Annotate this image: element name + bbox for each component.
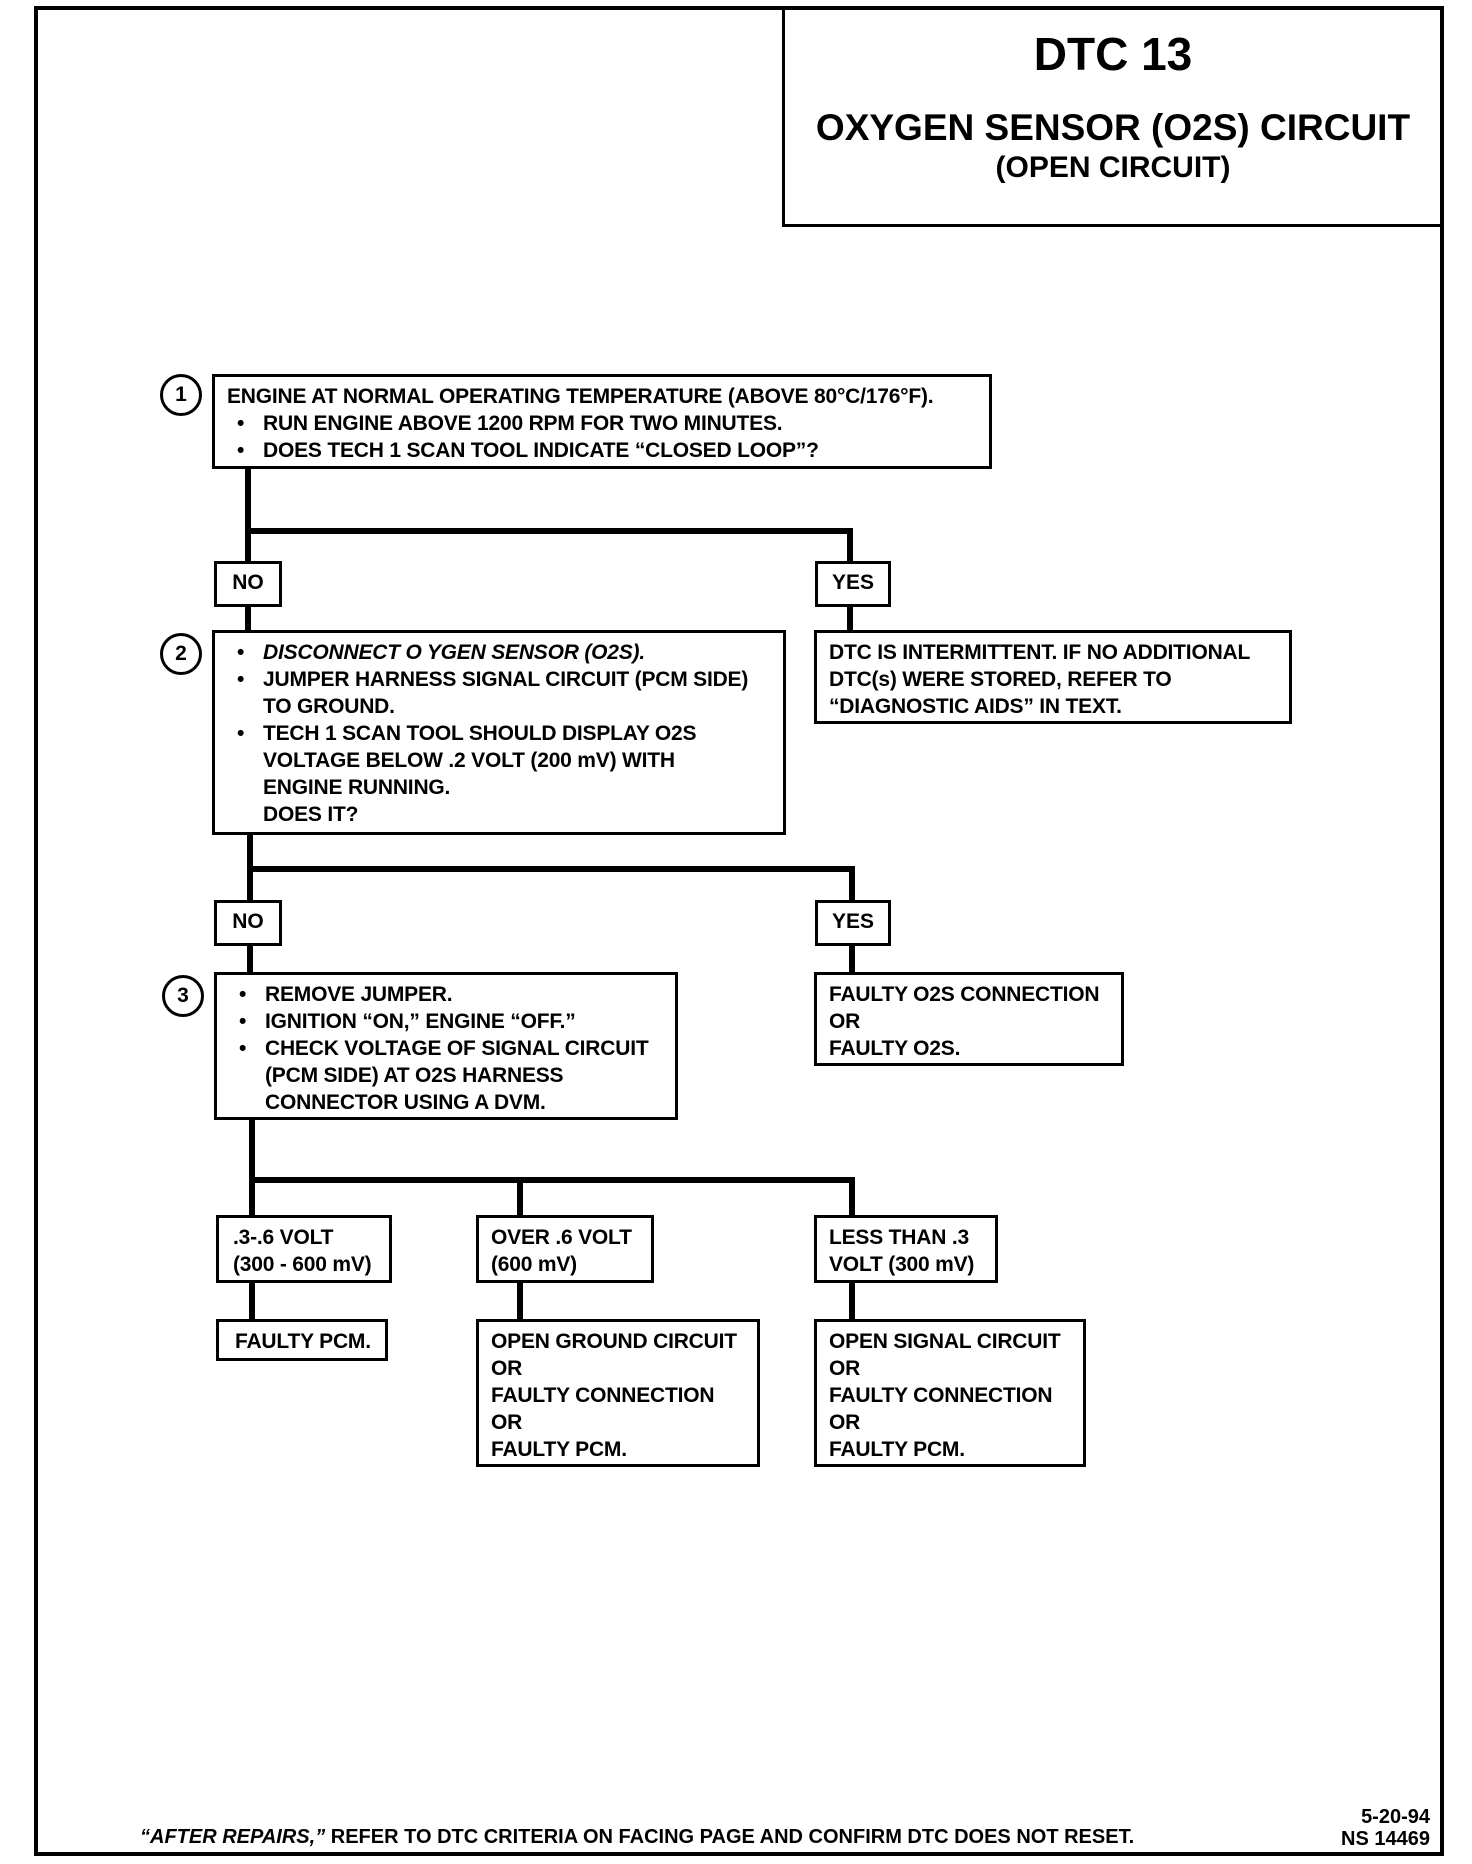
- result-line: OR: [491, 1411, 523, 1434]
- step-3-bullet: REMOVE JUMPER.: [265, 983, 453, 1006]
- result-open-signal: OPEN SIGNAL CIRCUIT OR FAULTY CONNECTION…: [814, 1319, 1086, 1467]
- range-line: .3-.6 VOLT: [233, 1226, 334, 1249]
- step-2-bullet-cont: TO GROUND.: [263, 695, 395, 718]
- result-open-ground: OPEN GROUND CIRCUIT OR FAULTY CONNECTION…: [476, 1319, 760, 1467]
- yes-label-1: YES: [815, 561, 891, 607]
- result-line: FAULTY O2S.: [829, 1037, 961, 1060]
- result-faulty-pcm: FAULTY PCM.: [216, 1319, 388, 1361]
- title-block: DTC 13 OXYGEN SENSOR (O2S) CIRCUIT (OPEN…: [782, 6, 1444, 227]
- document-date: 5-20-94: [1361, 1806, 1430, 1828]
- step-2-box: •DISCONNECT O YGEN SENSOR (O2S). •JUMPER…: [212, 630, 786, 835]
- connector-step1-branch: [245, 466, 853, 562]
- step-3-bullet: IGNITION “ON,” ENGINE “OFF.”: [265, 1010, 576, 1033]
- document-stamp: 5-20-94 NS 14469: [1341, 1806, 1430, 1850]
- result-line: FAULTY CONNECTION: [491, 1384, 715, 1407]
- step-2-bullet-cont: ENGINE RUNNING.: [263, 776, 451, 799]
- step-3-box: •REMOVE JUMPER. •IGNITION “ON,” ENGINE “…: [214, 972, 678, 1120]
- step-number-2: 2: [160, 633, 202, 675]
- step-2-bullet: TECH 1 SCAN TOOL SHOULD DISPLAY O2S: [263, 722, 697, 745]
- step-2-question: DOES IT?: [263, 803, 359, 826]
- step-2-bullet: JUMPER HARNESS SIGNAL CIRCUIT (PCM SIDE): [263, 668, 749, 691]
- step-1-box: ENGINE AT NORMAL OPERATING TEMPERATURE (…: [212, 374, 992, 469]
- range-line: VOLT (300 mV): [829, 1253, 975, 1276]
- result-line: FAULTY O2S CONNECTION: [829, 983, 1100, 1006]
- result-line: OR: [829, 1357, 861, 1380]
- step-number-3: 3: [162, 975, 204, 1017]
- range-under-box: LESS THAN .3 VOLT (300 mV): [814, 1215, 998, 1283]
- document-number: NS 14469: [1341, 1828, 1430, 1850]
- after-repairs-text: REFER TO DTC CRITERIA ON FACING PAGE AND…: [325, 1826, 1135, 1848]
- after-repairs-note: “AFTER REPAIRS,” REFER TO DTC CRITERIA O…: [140, 1826, 1134, 1849]
- result-intermittent: DTC IS INTERMITTENT. IF NO ADDITIONAL DT…: [814, 630, 1292, 724]
- dtc-title: OXYGEN SENSOR (O2S) CIRCUIT: [815, 107, 1411, 148]
- result-line: OR: [829, 1411, 861, 1434]
- range-line: LESS THAN .3: [829, 1226, 969, 1249]
- result-line: FAULTY PCM.: [829, 1438, 965, 1461]
- result-line: FAULTY PCM.: [491, 1438, 627, 1461]
- no-label-1: NO: [214, 561, 282, 607]
- result-line: OPEN SIGNAL CIRCUIT: [829, 1330, 1061, 1353]
- connector-step2-branch: [247, 834, 855, 901]
- dtc-subtitle: (OPEN CIRCUIT): [995, 151, 1231, 184]
- range-line: OVER .6 VOLT: [491, 1226, 632, 1249]
- step-1-bullet: RUN ENGINE ABOVE 1200 RPM FOR TWO MINUTE…: [263, 412, 783, 435]
- result-line: OPEN GROUND CIRCUIT: [491, 1330, 737, 1353]
- no-label-2: NO: [214, 900, 282, 946]
- step-number-1: 1: [160, 374, 202, 416]
- step-2-bullet-cont: VOLTAGE BELOW .2 VOLT (200 mV) WITH: [263, 749, 675, 772]
- result-faulty-connection: FAULTY O2S CONNECTION OR FAULTY O2S.: [814, 972, 1124, 1066]
- connector-step3-branch: [249, 1118, 855, 1216]
- range-over-box: OVER .6 VOLT (600 mV): [476, 1215, 654, 1283]
- dtc-code: DTC 13: [1033, 28, 1193, 80]
- page-frame: [34, 6, 1444, 1856]
- result-line: OR: [491, 1357, 523, 1380]
- range-mid-box: .3-.6 VOLT (300 - 600 mV): [216, 1215, 392, 1283]
- result-line: “DIAGNOSTIC AIDS” IN TEXT.: [829, 695, 1122, 718]
- step-3-bullet: CHECK VOLTAGE OF SIGNAL CIRCUIT: [265, 1037, 649, 1060]
- step-2-bullet: DISCONNECT O YGEN SENSOR (O2S).: [263, 641, 645, 664]
- step-3-bullet-cont: (PCM SIDE) AT O2S HARNESS: [265, 1064, 564, 1087]
- yes-label-2: YES: [815, 900, 891, 946]
- result-line: DTC IS INTERMITTENT. IF NO ADDITIONAL: [829, 641, 1251, 664]
- step-1-bullet: DOES TECH 1 SCAN TOOL INDICATE “CLOSED L…: [263, 439, 819, 462]
- range-line: (300 - 600 mV): [233, 1253, 372, 1276]
- result-line: FAULTY CONNECTION: [829, 1384, 1053, 1407]
- result-line: OR: [829, 1010, 861, 1033]
- step-3-bullet-cont: CONNECTOR USING A DVM.: [265, 1091, 546, 1114]
- step-1-heading: ENGINE AT NORMAL OPERATING TEMPERATURE (…: [227, 385, 934, 408]
- result-line: FAULTY PCM.: [235, 1330, 371, 1353]
- range-line: (600 mV): [491, 1253, 577, 1276]
- after-repairs-label: “AFTER REPAIRS,”: [140, 1826, 326, 1848]
- result-line: DTC(s) WERE STORED, REFER TO: [829, 668, 1172, 691]
